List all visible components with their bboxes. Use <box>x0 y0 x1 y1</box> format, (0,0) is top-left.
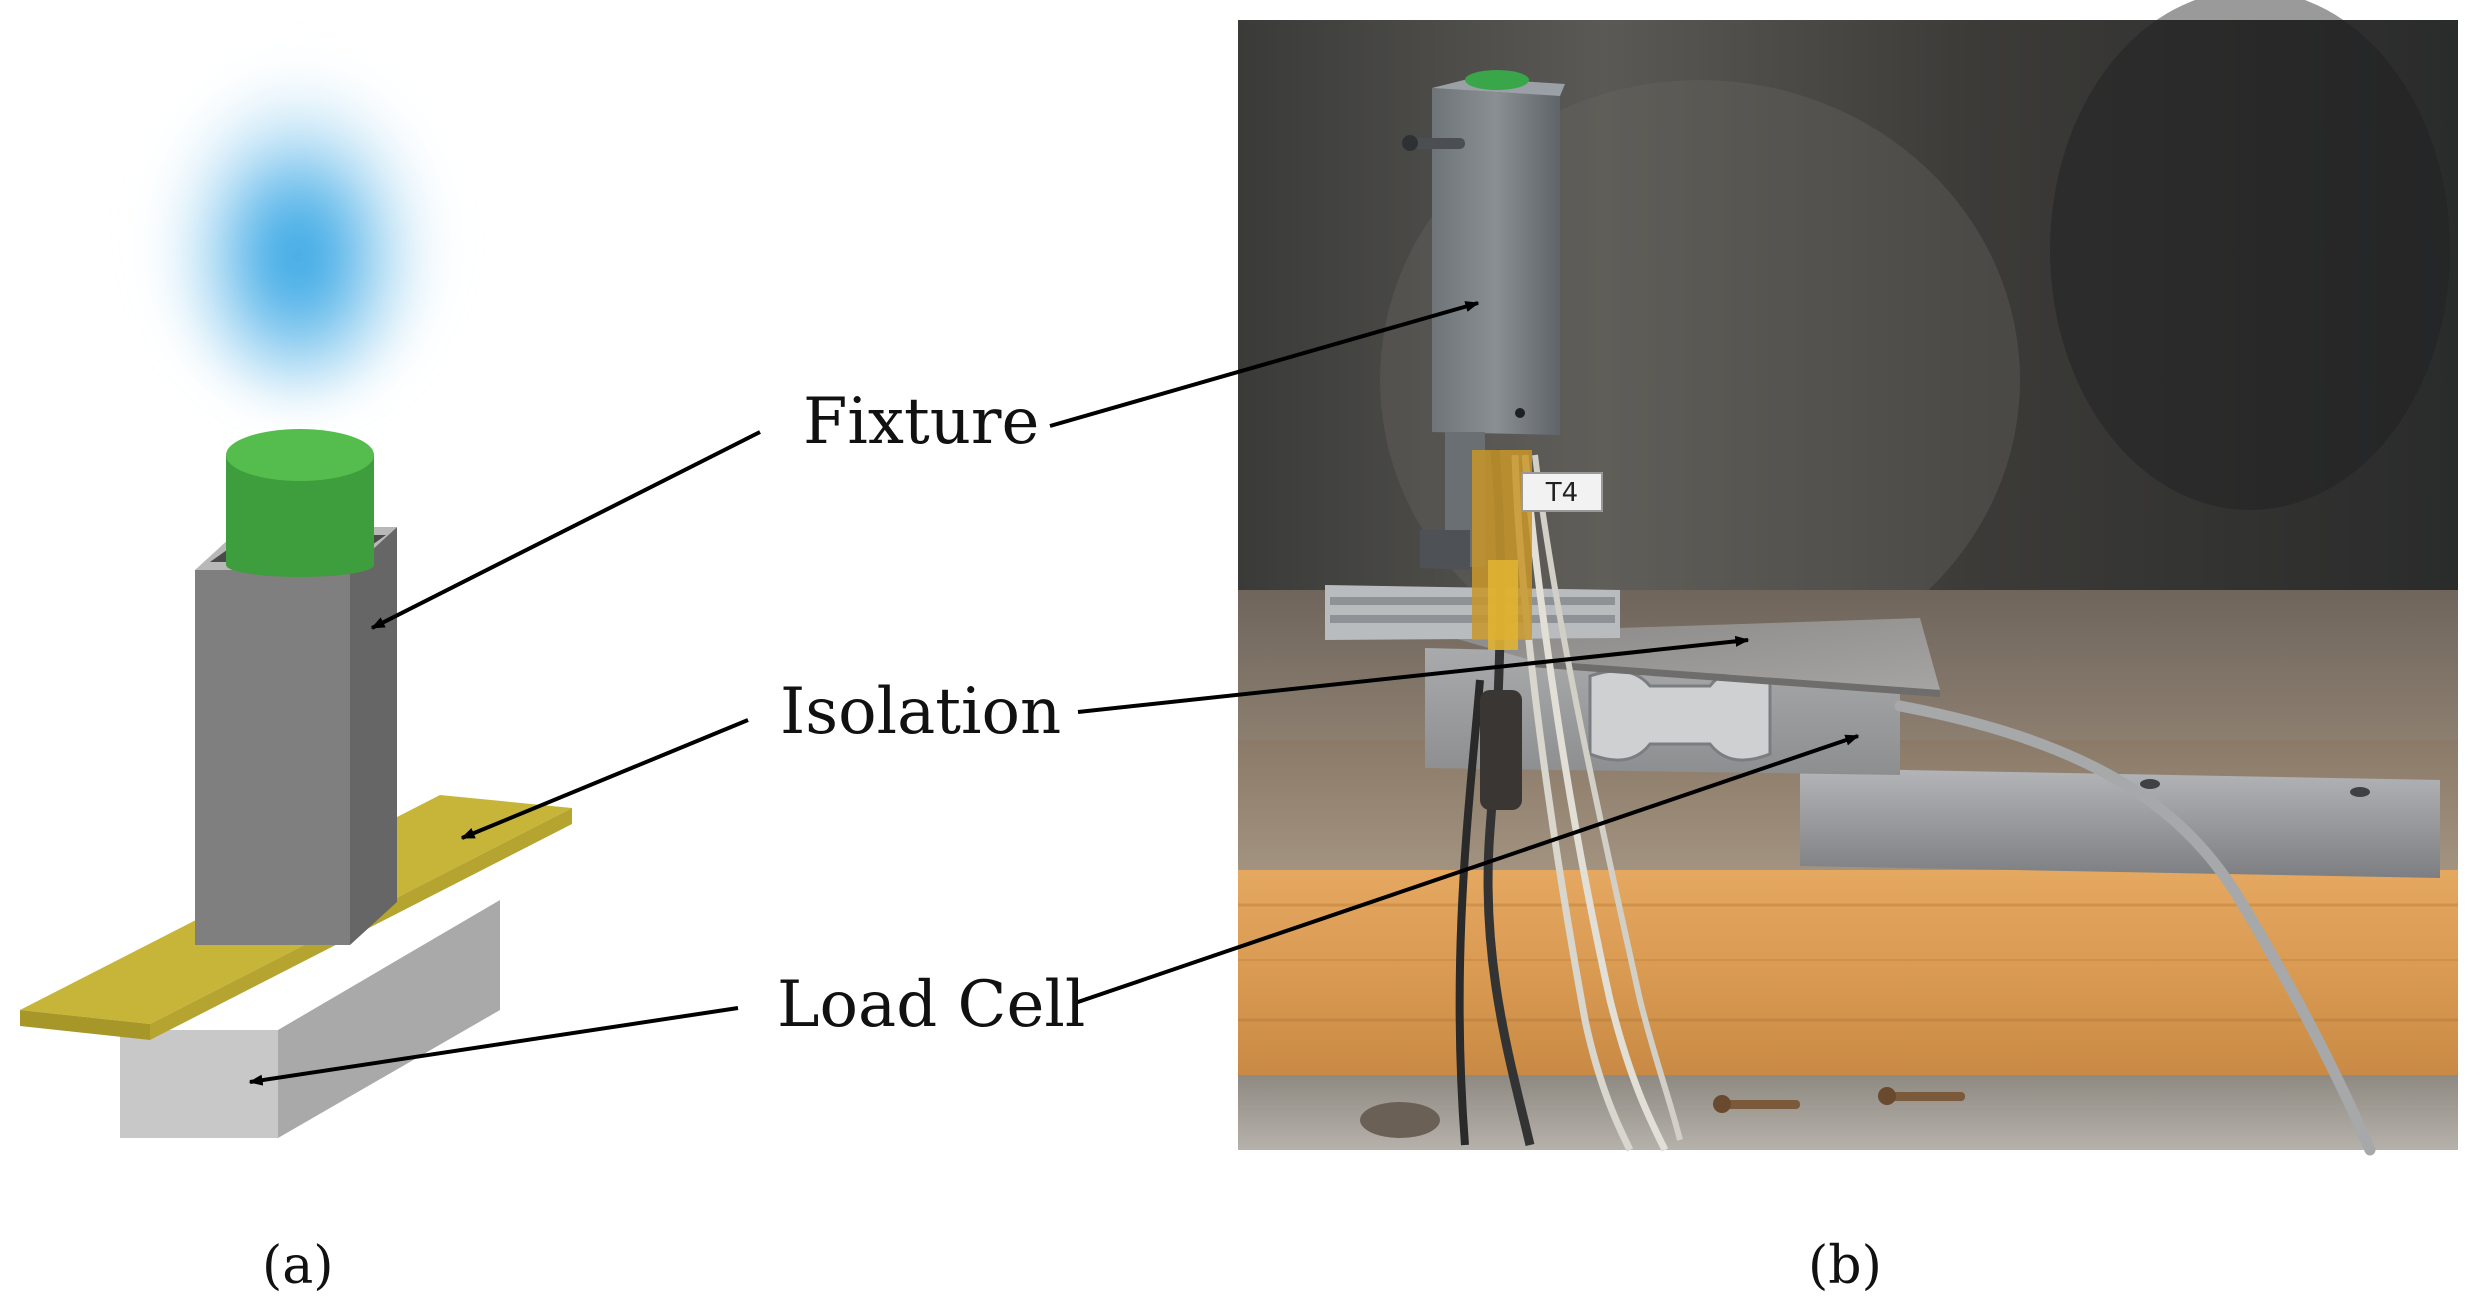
load-cell-block <box>120 900 500 1138</box>
arrow-fixture-left <box>370 430 761 630</box>
isolation-label: Isolation <box>780 675 1062 749</box>
wooden-beam <box>1238 870 2458 1075</box>
load-cell-label: Load Cell <box>777 968 1086 1042</box>
gray-cable <box>1894 700 2376 1156</box>
callout-arrows <box>248 301 1860 1086</box>
svg-text:T4: T4 <box>1545 478 1578 508</box>
metal-rail <box>1800 768 2440 878</box>
flame-glow <box>153 20 443 400</box>
fixture-label: Fixture <box>803 385 1040 459</box>
fixture-tube <box>195 527 397 945</box>
panel-a-caption: (a) <box>262 1236 334 1296</box>
arrow-fixture-right <box>1049 301 1480 428</box>
panel-a-schematic <box>20 20 572 1138</box>
panel-b-caption: (b) <box>1808 1236 1882 1296</box>
thermocouple-wires <box>1455 449 1683 1152</box>
fixture-tower <box>1402 70 1565 570</box>
arrow-loadcell-right <box>1074 734 1860 1005</box>
panel-b-photo: T4 <box>1238 0 2458 1156</box>
arrow-isolation-right <box>1077 635 1750 714</box>
t4-tag: T4 <box>1521 472 1603 512</box>
screws <box>1713 1087 1965 1113</box>
sample-cylinder <box>226 429 374 577</box>
arrow-loadcell-left <box>248 1006 739 1086</box>
arrow-isolation-left <box>460 718 749 840</box>
